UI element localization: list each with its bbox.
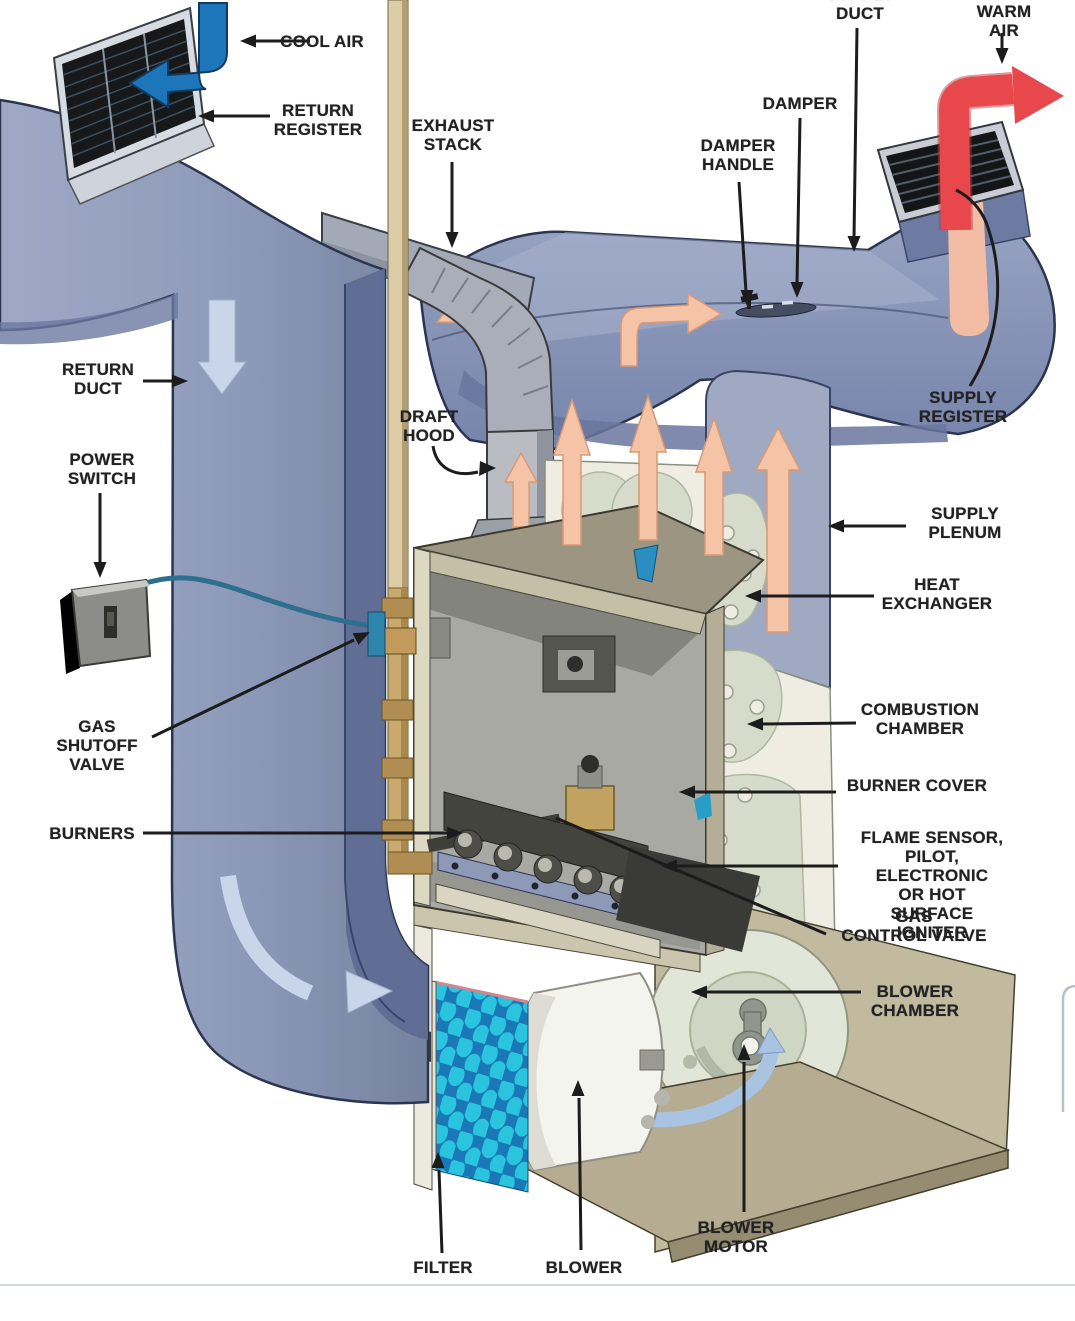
label-gas-shutoff-valve: GAS SHUTOFF VALVE: [56, 717, 138, 775]
label-exhaust-stack: EXHAUST STACK: [411, 116, 495, 155]
supply-airflow-arrow: [620, 292, 723, 367]
label-combustion-chamber: COMBUSTION CHAMBER: [860, 700, 980, 739]
cool-air-arrow: [128, 2, 228, 109]
label-blower: BLOWER: [545, 1258, 623, 1277]
label-supply-plenum: SUPPLY PLENUM: [928, 504, 1002, 543]
blower-drum: [512, 971, 670, 1172]
return-register-grille: [52, 6, 215, 205]
furnace-cabinet: [413, 503, 765, 959]
label-damper-handle: DAMPER HANDLE: [700, 136, 776, 175]
label-supply-duct: SUPPLY DUCT: [826, 0, 893, 24]
image-bottom-divider: [0, 1284, 1075, 1286]
pilot-flame: [694, 792, 712, 820]
return-airflow-arrow-down: [197, 299, 247, 395]
label-warm-air: WARM AIR: [976, 2, 1032, 41]
label-gas-control-valve: GAS CONTROL VALVE: [841, 907, 987, 946]
control-module: [429, 617, 616, 693]
label-heat-exchanger: HEAT EXCHANGER: [881, 575, 993, 614]
combustion-opening: [616, 846, 760, 952]
power-wire: [139, 575, 375, 629]
label-return-register: RETURN REGISTER: [273, 101, 363, 140]
label-draft-hood: DRAFT HOOD: [399, 407, 459, 446]
label-burner-cover: BURNER COVER: [846, 776, 988, 795]
air-filter: [426, 979, 529, 1193]
label-supply-register: SUPPLY REGISTER: [918, 388, 1008, 427]
leader-lines: [93, 27, 1009, 1254]
blower-motor-hub: [732, 998, 768, 1066]
return-duct-body: [0, 98, 430, 1105]
label-flame-sensor-igniter: FLAME SENSOR, PILOT, ELECTRONIC OR HOT S…: [860, 828, 1004, 943]
return-airflow-arrow-curve: [220, 874, 394, 1014]
exhaust-stack-pipe: [387, 0, 409, 589]
flame-sensor-part: [633, 544, 659, 583]
draft-hood-airflow-arrow: [503, 451, 539, 528]
label-power-switch: POWER SWITCH: [67, 450, 137, 489]
label-blower-motor: BLOWER MOTOR: [697, 1218, 775, 1257]
label-return-duct: RETURN DUCT: [61, 360, 135, 399]
warm-air-arrow: [936, 66, 1064, 231]
label-filter: FILTER: [413, 1258, 473, 1277]
burner-cover-part: [435, 883, 661, 959]
label-cool-air: COOL AIR: [280, 32, 364, 51]
label-burners: BURNERS: [49, 824, 135, 843]
burners-assembly: [435, 791, 661, 959]
overlay-corner-artifact: [1061, 984, 1075, 1112]
power-switch-box: [60, 575, 386, 674]
label-blower-chamber: BLOWER CHAMBER: [870, 982, 960, 1021]
label-damper: DAMPER: [762, 94, 838, 113]
plenum-airflow-arrows: [552, 393, 802, 633]
